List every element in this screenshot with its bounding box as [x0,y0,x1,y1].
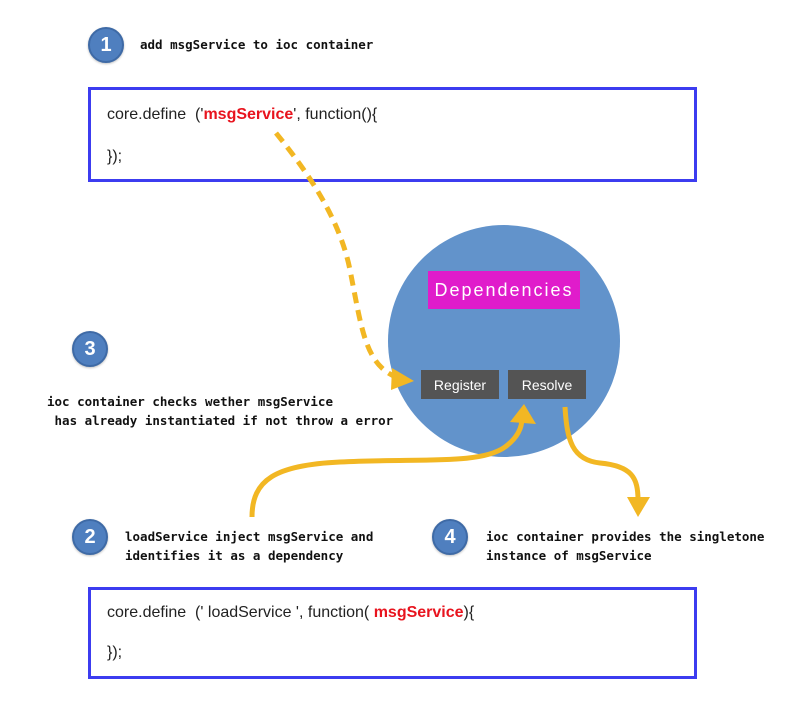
ioc-container-circle [388,225,620,457]
code-line-define: core.define (' loadService ', function( … [107,604,474,622]
step-4-line: instance of msgService [486,548,652,563]
resolve-button[interactable]: Resolve [508,370,586,399]
step-1-text: add msgService to ioc container [140,37,374,52]
step-1-badge: 1 [88,27,124,63]
step-3-line: ioc container checks wether msgService [47,394,333,409]
msgservice-name-highlight: msgService [203,106,294,123]
msgservice-param-highlight: msgService [373,604,464,621]
step-3-text: ioc container checks wether msgService h… [47,392,393,430]
code-text: ', function(){ [293,106,378,123]
register-button[interactable]: Register [421,370,499,399]
code-text: core.define (' [107,106,204,123]
code-block-msgservice: core.define ('msgService', function(){ }… [88,87,697,182]
step-3-line: has already instantiated if not throw a … [47,413,394,428]
code-text: core.define (' loadService ', function( [107,604,374,621]
step-3-badge: 3 [72,331,108,367]
step-2-line: loadService inject msgService and [125,529,374,544]
step-2-line: identifies it as a dependency [125,548,344,563]
provide-arrowhead-icon [627,497,650,517]
code-block-loadservice: core.define (' loadService ', function( … [88,587,697,679]
step-4-line: ioc container provides the singletone [486,529,765,544]
code-line-closing: }); [107,148,123,165]
dependencies-label: Dependencies [428,271,580,309]
code-line-define: core.define ('msgService', function(){ [107,106,377,124]
code-text: ){ [463,604,475,621]
step-4-text: ioc container provides the singletone ins… [486,527,764,565]
step-2-badge: 2 [72,519,108,555]
code-line-closing: }); [107,644,123,661]
step-4-badge: 4 [432,519,468,555]
step-2-text: loadService inject msgService and identif… [125,527,373,565]
